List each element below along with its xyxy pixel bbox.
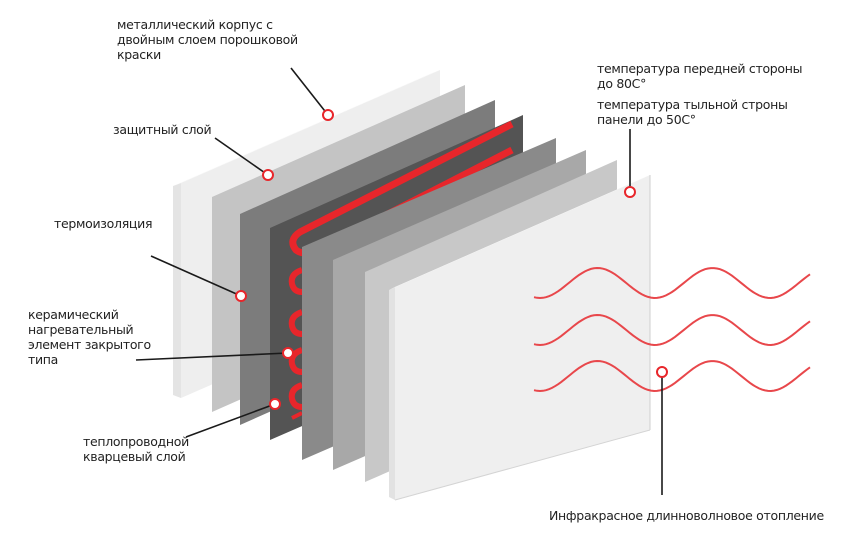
marker-dot-icon — [322, 109, 334, 121]
panel-edge — [173, 183, 181, 398]
label-temp-front: температура передней стороны до 80С° — [597, 61, 803, 91]
panel-top-edge — [173, 70, 440, 186]
marker-dot-icon — [656, 366, 668, 378]
heating-coil-bend — [288, 347, 304, 375]
leader-line — [214, 137, 269, 176]
infrared-wave — [533, 359, 811, 393]
label-line: типа — [28, 352, 59, 367]
panel-face — [395, 175, 650, 500]
front-panel-layers — [302, 138, 651, 501]
label-line: элемент закрытого — [28, 337, 151, 352]
label-line: металлический корпус с — [117, 17, 273, 32]
leader-line — [150, 255, 242, 297]
label-line: температура передней стороны — [597, 61, 803, 76]
heating-coil-bend — [288, 382, 304, 410]
insulation-leader — [150, 255, 247, 302]
panel-bottom-edge — [394, 429, 651, 501]
label-insulation: термоизоляция — [54, 216, 152, 231]
heating-coil-end — [291, 411, 303, 420]
label-line: Инфракрасное длинноволновое отопление — [549, 508, 824, 523]
label-line: термоизоляция — [54, 216, 153, 231]
label-line: керамический — [28, 307, 119, 322]
infrared-leader — [656, 366, 668, 495]
label-heating-element: керамический нагревательный элемент закр… — [28, 307, 151, 367]
label-line: защитный слой — [113, 122, 212, 137]
label-temp-back: температура тыльной строны панели до 50С… — [597, 97, 788, 127]
label-line: двойным слоем порошковой — [117, 32, 298, 47]
infrared-waves — [533, 266, 811, 393]
temp-leader — [624, 129, 636, 198]
label-line: теплопроводной — [83, 434, 189, 449]
label-infrared-heating: Инфракрасное длинноволновое отопление — [549, 508, 824, 523]
leader-line — [290, 67, 329, 116]
leader-line — [185, 403, 276, 438]
marker-dot-icon — [269, 398, 281, 410]
infrared-wave — [533, 266, 811, 300]
marker-dot-icon — [282, 347, 294, 359]
label-line: температура тыльной строны — [597, 97, 788, 112]
heating-coil-bend — [288, 309, 304, 337]
label-line: до 80С° — [597, 76, 647, 91]
protective-leader — [214, 137, 274, 181]
marker-dot-icon — [624, 186, 636, 198]
leader-lines — [135, 67, 668, 495]
label-line: краски — [117, 47, 161, 62]
label-quartz-layer: теплопроводной кварцевый слой — [83, 434, 189, 464]
marker-dot-icon — [235, 290, 247, 302]
label-protective-layer: защитный слой — [113, 122, 212, 137]
label-line: нагревательный — [28, 322, 134, 337]
casing-leader — [290, 67, 334, 121]
label-line: панели до 50С° — [597, 112, 696, 127]
panel-edge — [389, 287, 395, 500]
front-panel — [389, 175, 651, 501]
infrared-wave — [533, 313, 811, 347]
label-line: кварцевый слой — [83, 449, 186, 464]
heating-leader — [135, 347, 294, 361]
heating-coil-bend — [288, 267, 304, 295]
panel-top-edge — [389, 175, 650, 290]
label-casing: металлический корпус с двойным слоем пор… — [117, 17, 298, 62]
quartz-leader — [185, 398, 281, 438]
marker-dot-icon — [262, 169, 274, 181]
leader-line — [135, 352, 289, 361]
